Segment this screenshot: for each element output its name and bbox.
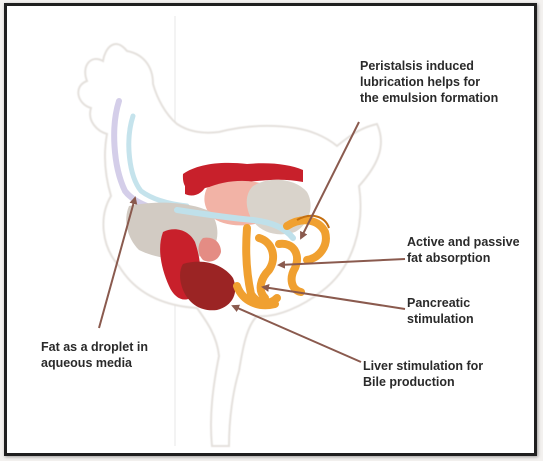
label-absorption: Active and passive fat absorption [407, 234, 520, 266]
label-liver: Liver stimulation for Bile production [363, 358, 483, 390]
diagram-frame: Peristalsis induced lubrication helps fo… [4, 3, 537, 456]
label-pancreatic: Pancreatic stimulation [407, 295, 474, 327]
label-peristalsis: Peristalsis induced lubrication helps fo… [360, 58, 498, 106]
chicken-silhouette [78, 44, 381, 446]
arrow-liver [233, 306, 361, 362]
label-droplet: Fat as a droplet in aqueous media [41, 339, 148, 371]
